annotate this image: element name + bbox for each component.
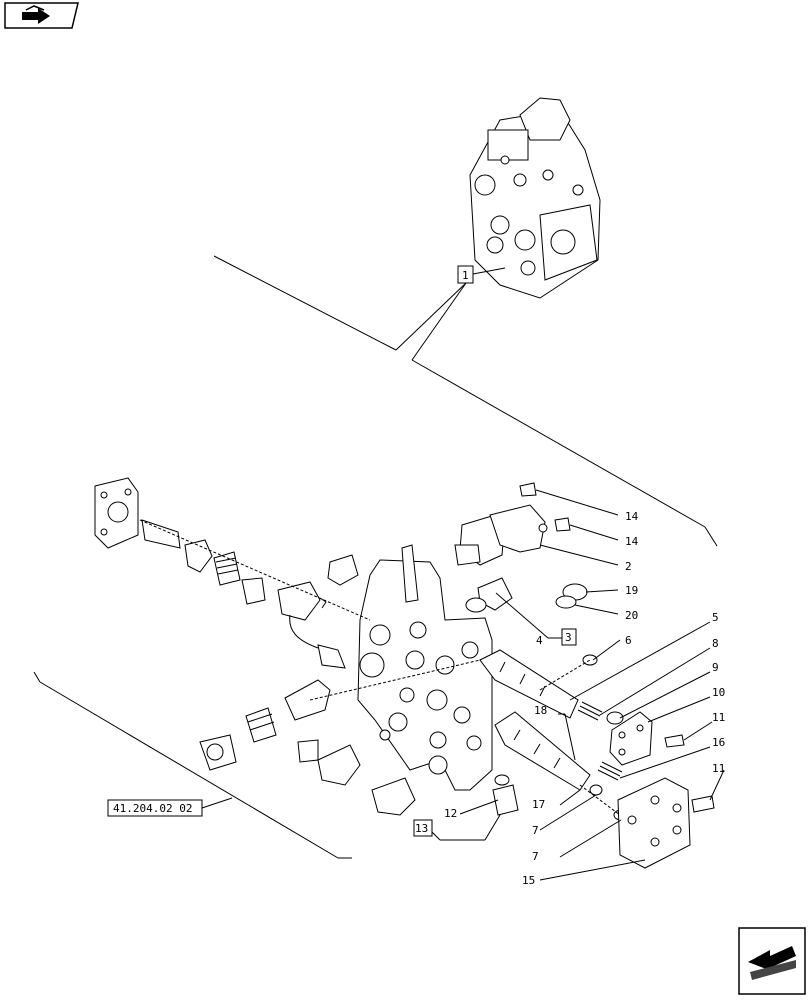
ring-6: [582, 654, 598, 666]
callout-14a: 14: [625, 510, 639, 523]
next-page-arrow-icon[interactable]: [738, 927, 806, 995]
left-parts-row-3: [297, 739, 416, 816]
callout-3: 3: [565, 631, 572, 644]
cover-15: [617, 777, 691, 869]
cap-left: [327, 554, 359, 586]
bolt-11a: [664, 734, 685, 748]
ring-7: [589, 784, 603, 796]
callout-box-13: [413, 819, 433, 837]
callout-8: 8: [712, 637, 719, 650]
spool-upper: [479, 649, 579, 719]
solenoid: [454, 504, 548, 566]
bolt-14a: [519, 482, 537, 497]
ring-9: [606, 711, 624, 725]
sensor-left: [277, 581, 346, 669]
spring-16: [597, 761, 623, 781]
spool-lower: [494, 711, 591, 791]
callout-19: 19: [625, 584, 638, 597]
callout-20: 20: [625, 609, 638, 622]
pump-assembly: [469, 97, 601, 299]
callout-16: 16: [712, 736, 725, 749]
plug-13: [492, 784, 519, 816]
o-ring-20: [555, 595, 577, 609]
callout-6: 6: [625, 634, 632, 647]
callout-15: 15: [522, 874, 535, 887]
callout-18: 18: [534, 704, 547, 717]
callout-box-3: [561, 628, 577, 646]
bolt-14b: [554, 517, 571, 532]
left-parts-row-1: [184, 539, 266, 605]
callout-10: 10: [712, 686, 725, 699]
callout-12: 12: [444, 807, 457, 820]
callout-7b: 7: [532, 850, 539, 863]
left-parts-row-2: [199, 679, 331, 771]
shaft-left: [141, 519, 181, 549]
callout-13: 13: [415, 822, 428, 835]
book-arrow-icon[interactable]: [4, 2, 79, 29]
callout-11b: 11: [712, 762, 725, 775]
cover-10: [609, 711, 653, 766]
callout-2: 2: [625, 560, 632, 573]
callout-7a: 7: [532, 824, 539, 837]
callout-4: 4: [536, 634, 543, 647]
end-plate-left: [94, 477, 139, 549]
callout-9: 9: [712, 661, 719, 674]
callout-11a: 11: [712, 711, 725, 724]
callout-1: 1: [462, 269, 469, 282]
callout-14b: 14: [625, 535, 639, 548]
callout-17: 17: [532, 798, 545, 811]
callout-5: 5: [712, 611, 719, 624]
ring-12: [494, 774, 510, 786]
spring-8: [577, 701, 603, 721]
bolt-11b: [691, 795, 715, 813]
valve-block: [357, 544, 493, 791]
reference-label[interactable]: 41.204.02 02: [113, 802, 192, 815]
o-ring-plug: [465, 597, 487, 613]
